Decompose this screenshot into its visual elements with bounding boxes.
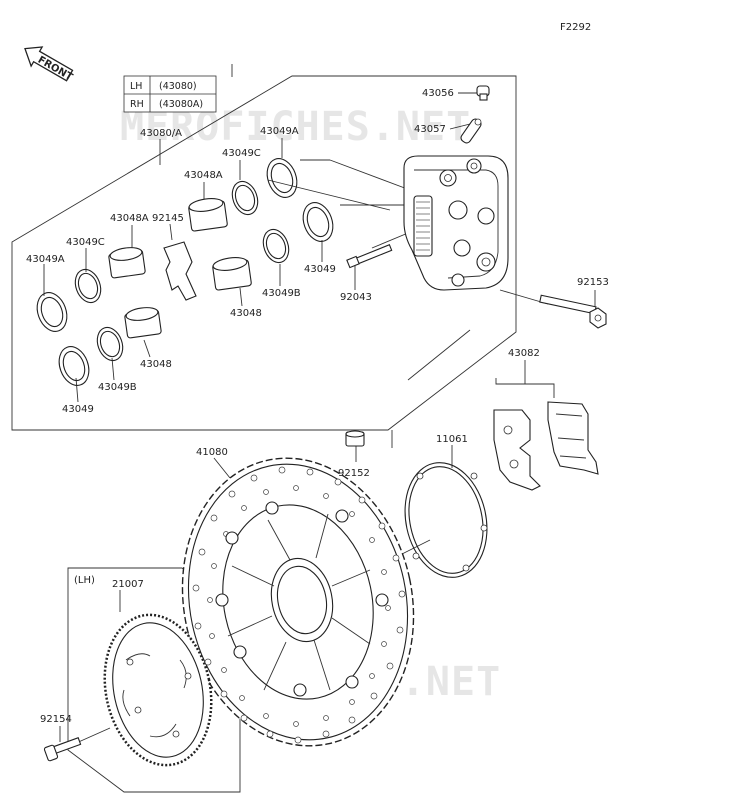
bleeder-cap-43056 [476,85,490,101]
pad-spring-92145 [163,241,197,301]
callout-43049b-low: 43049B [98,382,137,393]
callout-43048a-top: 43048A [184,170,223,181]
callout-43049c-top: 43049C [222,148,261,159]
front-arrow-icon: FRONT [24,46,74,83]
caliper-assembly-boundary [11,75,517,431]
callout-43049b-mid: 43049B [262,288,301,299]
side-table: LH (43080) RH (43080A) [123,75,217,113]
piston-43048A-left [108,247,146,279]
table-side-rh: RH [130,99,144,110]
callout-43082: 43082 [508,348,540,359]
callout-43049a-left: 43049A [26,254,65,265]
callout-43056: 43056 [422,88,454,99]
brake-caliper [403,155,509,291]
callout-43048a-left: 43048A [110,213,149,224]
callout-43048-mid: 43048 [230,308,262,319]
callout-92152: 92152 [338,468,370,479]
callout-43080-a: 43080/A [140,128,182,139]
diagram-code: F2292 [560,22,591,33]
table-part-lh: (43080) [159,81,197,92]
bolt-92154 [43,737,82,762]
callout-43049-mid: 43049 [304,264,336,275]
piston-43048-mid [212,257,252,291]
brake-disc-41080 [181,457,415,747]
callout-92043: 92043 [340,292,372,303]
callout-92145: 92145 [152,213,184,224]
disc-carrier-spokes [227,513,371,691]
pin-92043 [346,244,393,269]
caliper-bolt-92153 [539,294,607,329]
gasket-11061 [404,462,488,578]
lh-abs-box [67,567,241,793]
brake-pads-43082 [493,401,599,491]
callout-92154: 92154 [40,714,72,725]
table-part-rh: (43080A) [159,99,203,110]
abs-rotor-21007 [103,613,213,767]
piston-43048-low [124,307,162,339]
collar-92152 [345,430,365,447]
table-side-lh: LH [130,81,142,92]
callout-43049c-left: 43049C [66,237,105,248]
callout-41080: 41080 [196,447,228,458]
bleeder-valve-43057 [460,118,482,144]
piston-43048A-top [188,198,228,232]
callout-11061: 11061 [436,434,468,445]
disc-rotor-holes [192,466,406,744]
callout-labels: 43080/A 43049A 43049C 43048A 43048A 9214… [26,88,609,725]
callout-21007: 21007 [112,579,144,590]
callout-43049-low: 43049 [62,404,94,415]
seals [36,158,334,386]
callout-43057: 43057 [414,124,446,135]
callout-43048-low: 43048 [140,359,172,370]
callout-43049a-top: 43049A [260,126,299,137]
disc-rivets [215,501,389,697]
callout-92153: 92153 [577,277,609,288]
lh-box-label: (LH) [74,575,95,586]
